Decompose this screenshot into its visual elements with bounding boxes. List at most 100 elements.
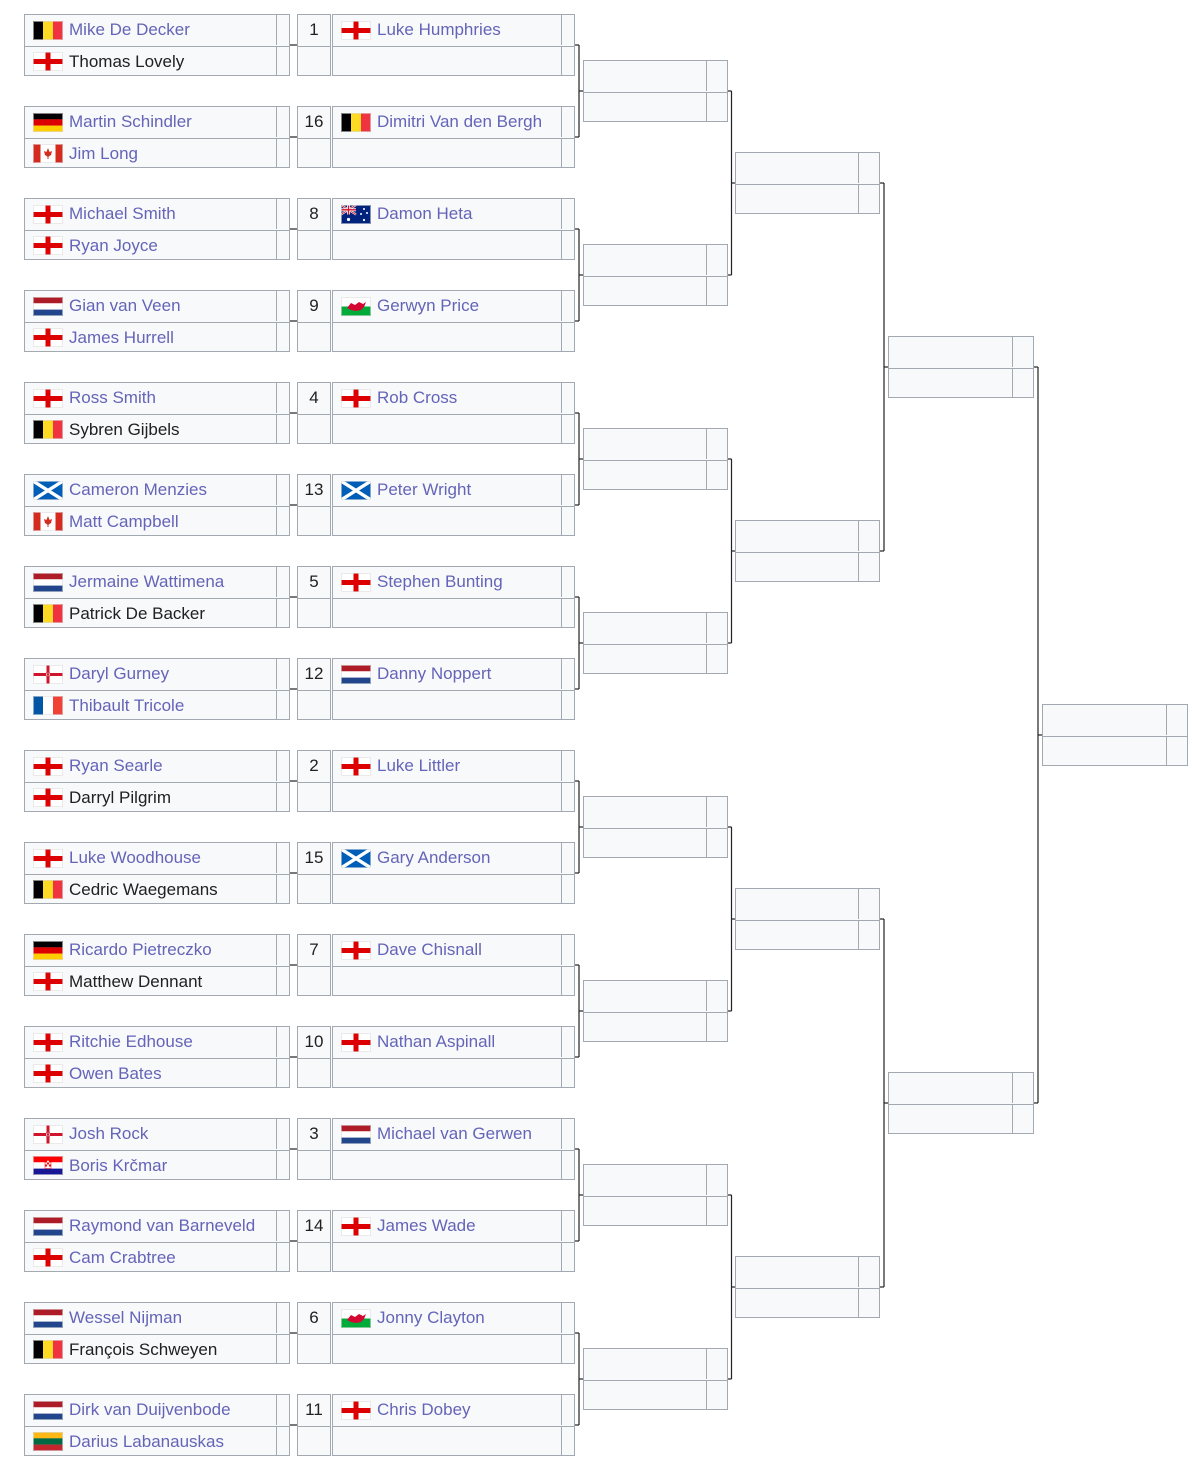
player-link[interactable]: James Wade [377,1216,476,1235]
netherlands-flag-icon [33,1216,63,1236]
player-link[interactable]: Ross Smith [69,388,156,407]
player-link[interactable]: Gerwyn Price [377,296,480,315]
player-link[interactable]: Ricardo Pietreczko [69,940,212,959]
score-cell [277,1027,289,1057]
player-link[interactable]: James Hurrell [69,327,174,347]
player-link[interactable]: Gian van Veen [69,296,181,315]
player-link[interactable]: Mike De Decker [69,20,190,39]
match-slot-bottom [333,782,574,812]
player-name-cell: Cam Crabtree [25,1243,277,1272]
player-name-cell: Ryan Joyce [25,231,277,260]
player-link[interactable]: Luke Woodhouse [69,848,202,867]
score-cell [562,567,574,597]
score-cell [562,383,574,413]
player-name-cell: James Wade [333,1211,562,1241]
player-link[interactable]: Rob Cross [377,388,458,407]
player-link[interactable]: Luke Humphries [377,20,501,39]
seed-number: 16 [304,112,324,131]
england-flag-icon [33,204,63,224]
belgium-flag-icon [33,20,63,40]
player-name-cell [333,507,562,536]
player-link[interactable]: Nathan Aspinall [377,1032,496,1051]
score-cell [1013,1105,1033,1134]
player-link[interactable]: Daryl Gurney [69,664,170,683]
score-cell [707,645,727,674]
score-cell [859,1289,879,1318]
player-link[interactable]: Michael van Gerwen [377,1124,532,1143]
score-cell [277,507,289,536]
score-cell [562,843,574,873]
player-link[interactable]: Matt Campbell [69,511,179,531]
netherlands-flag-icon [341,664,371,684]
seed-box: 16 [297,106,331,168]
match-slot-top: Gerwyn Price [333,291,574,321]
player-link[interactable]: Cam Crabtree [69,1247,176,1267]
player-link[interactable]: Owen Bates [69,1063,162,1083]
player-link[interactable]: Jim Long [69,143,138,163]
belgium-flag-icon [33,880,63,899]
quarter-final-match [888,336,1034,398]
player-link[interactable]: Raymond van Barneveld [69,1216,256,1235]
player-link[interactable]: Ritchie Edhouse [69,1032,193,1051]
match-slot-top: Ricardo Pietreczko [25,935,289,965]
score-cell [277,967,289,996]
seed-box: 15 [297,842,331,904]
player-link[interactable]: Dimitri Van den Bergh [377,112,543,131]
player-link[interactable]: Peter Wright [377,480,472,499]
score-cell [707,829,727,858]
player-name-cell: Damon Heta [333,199,562,229]
player-link[interactable]: Wessel Nijman [69,1308,183,1327]
player-link[interactable]: Chris Dobey [377,1400,471,1419]
seed-number: 11 [305,1400,323,1419]
second-round-match: Nathan Aspinall [332,1026,575,1088]
score-cell [277,231,289,260]
player-link[interactable]: Darius Labanauskas [69,1431,224,1451]
player-link[interactable]: Cameron Menzies [69,480,207,499]
player-name-cell: Thomas Lovely [25,47,277,76]
player-link[interactable]: Josh Rock [69,1124,149,1143]
player-link[interactable]: Luke Littler [377,756,461,775]
canada-flag-icon [33,512,63,531]
player-link[interactable]: Thibault Tricole [69,695,185,715]
australia-flag-icon [340,203,371,224]
player-link[interactable]: Boris Krčmar [69,1155,168,1175]
score-cell [707,61,727,91]
player-link[interactable]: Dirk van Duijvenbode [69,1400,231,1419]
player-link[interactable]: Ryan Joyce [69,235,158,255]
player-link[interactable]: Damon Heta [377,204,473,223]
player-link[interactable]: Ryan Searle [69,756,163,775]
england-flag-icon [341,20,371,40]
germany-flag-icon [33,940,63,960]
player-name-cell [584,1197,707,1226]
player-link[interactable]: Martin Schindler [69,112,192,131]
seed-empty-cell [298,598,330,629]
score-cell [562,475,574,505]
player-link[interactable]: Gary Anderson [377,848,491,867]
player-name: Sybren Gijbels [69,419,180,439]
player-link[interactable]: Jermaine Wattimena [69,572,225,591]
match-slot-bottom: James Hurrell [25,322,289,352]
player-name-cell [333,875,562,904]
match-slot-bottom: Patrick De Backer [25,598,289,628]
player-name-cell [584,829,707,858]
player-link[interactable]: Stephen Bunting [377,572,503,591]
match-slot-top: Luke Humphries [333,15,574,45]
score-cell [859,521,879,551]
player-name-cell: Dave Chisnall [333,935,562,965]
player-link[interactable]: Danny Noppert [377,664,492,683]
score-cell [562,139,574,168]
match-slot-top [889,337,1033,367]
match-slot-top [736,889,879,919]
player-link[interactable]: Jonny Clayton [377,1308,485,1327]
seed-box: 3 [297,1118,331,1180]
match-slot-top: Josh Rock [25,1119,289,1149]
seed-box: 6 [297,1302,331,1364]
player-link[interactable]: Michael Smith [69,204,176,223]
player-link[interactable]: Dave Chisnall [377,940,482,959]
seed-box: 13 [297,474,331,536]
player-name-cell: Jim Long [25,139,277,168]
third-round-match [583,980,728,1042]
match-slot-bottom [736,552,879,582]
player-name-cell: Ryan Searle [25,751,277,781]
